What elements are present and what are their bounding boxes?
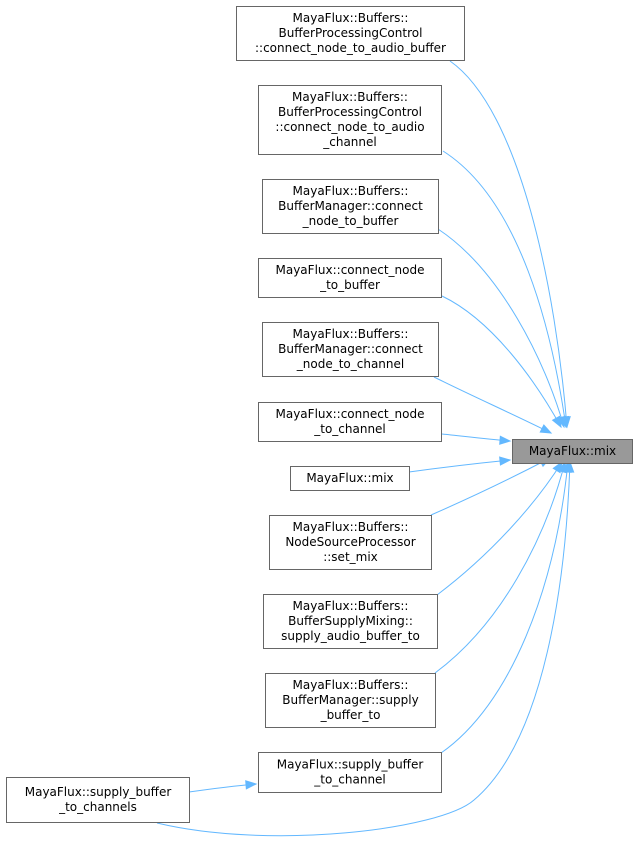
node-buffermanager-supply-buffer-to[interactable]: MayaFlux::Buffers::BufferManager::supply… [265, 673, 436, 728]
node-label-line: ::connect_node_to_audio_buffer [255, 41, 446, 55]
arrow-head [245, 780, 258, 790]
node-box [263, 594, 438, 649]
arrow-head [551, 415, 562, 429]
edges-layer [156, 60, 575, 837]
node-label-line: _to_channels [58, 800, 137, 814]
node-label-line: MayaFlux::Buffers:: [292, 90, 408, 104]
node-connect-node-to-audio-channel[interactable]: MayaFlux::Buffers::BufferProcessingContr… [258, 85, 442, 155]
edge-buffermanager-connect-node-to-buffer-to-mix-target [437, 228, 565, 428]
node-label-line: _to_channel [313, 422, 386, 436]
node-supply-buffer-to-channel[interactable]: MayaFlux::supply_buffer_to_channel [258, 752, 442, 793]
node-label-line: MayaFlux::connect_node [276, 407, 425, 421]
node-mix-overload[interactable]: MayaFlux::mix [290, 466, 410, 491]
arrow-head [539, 424, 553, 434]
node-label-line: BufferManager::supply [282, 693, 418, 707]
node-connect-node-to-audio-buffer[interactable]: MayaFlux::Buffers::BufferProcessingContr… [236, 6, 465, 61]
node-box [258, 402, 442, 442]
node-label-line: _to_channel [313, 773, 386, 787]
arrow-head [499, 435, 512, 445]
node-label-line: BufferSupplyMixing:: [288, 614, 413, 628]
node-box [262, 322, 439, 377]
node-box [262, 179, 439, 234]
node-label-line: _node_to_channel [296, 357, 404, 371]
node-label-line: MayaFlux::mix [306, 471, 393, 485]
node-buffersupplymixing-supply-audio-buffer-to[interactable]: MayaFlux::Buffers::BufferSupplyMixing::s… [263, 594, 438, 649]
node-box [265, 673, 436, 728]
node-label-line: _buffer_to [320, 708, 381, 722]
node-label-line: ::connect_node_to_audio [275, 120, 424, 134]
node-label-line: BufferManager::connect [278, 342, 423, 356]
node-label-line: BufferProcessingControl [278, 105, 422, 119]
edge-connect-node-to-audio-channel-to-mix-target [442, 150, 567, 428]
node-box [290, 466, 410, 491]
node-label-line: _to_buffer [319, 278, 380, 292]
edge-mix-overload-to-mix-target [408, 459, 511, 473]
node-label-line: MayaFlux::Buffers:: [293, 599, 409, 613]
edge-connect-node-to-audio-buffer-to-mix-target [449, 60, 568, 428]
node-label-line: _node_to_buffer [302, 214, 399, 228]
node-label-line: MayaFlux::Buffers:: [293, 327, 409, 341]
edge-buffersupplymixing-supply-audio-buffer-to-to-mix-target [436, 461, 563, 596]
node-label-line: _channel [322, 135, 376, 149]
node-label-line: MayaFlux::supply_buffer [277, 758, 424, 772]
node-label-line: NodeSourceProcessor [285, 535, 415, 549]
node-box [236, 6, 465, 61]
node-box [6, 777, 190, 823]
node-label-line: MayaFlux::supply_buffer [25, 785, 172, 799]
edge-buffermanager-supply-buffer-to-to-mix-target [434, 461, 566, 674]
node-label-line: BufferManager::connect [278, 199, 423, 213]
node-box [258, 752, 442, 793]
node-label-line: MayaFlux::mix [529, 444, 616, 458]
node-buffermanager-connect-node-to-channel[interactable]: MayaFlux::Buffers::BufferManager::connec… [262, 322, 439, 377]
node-box [258, 85, 442, 155]
edge-connect-node-to-buffer-to-mix-target [441, 295, 562, 428]
edge-supply-buffer-to-channel-to-mix-target [440, 461, 569, 754]
edge-supply-buffer-to-channels-to-mix-target [156, 461, 571, 837]
node-label-line: ::set_mix [323, 550, 378, 564]
node-supply-buffer-to-channels[interactable]: MayaFlux::supply_buffer_to_channels [6, 777, 190, 823]
node-label-line: BufferProcessingControl [279, 26, 423, 40]
node-box [269, 515, 432, 570]
nodes-layer: MayaFlux::Buffers::BufferProcessingContr… [6, 6, 633, 823]
node-label-line: MayaFlux::Buffers:: [293, 678, 409, 692]
node-connect-node-to-channel[interactable]: MayaFlux::connect_node_to_channel [258, 402, 442, 442]
arrow-head [499, 456, 512, 466]
edge-buffermanager-connect-node-to-channel-to-mix-target [433, 376, 552, 434]
node-label-line: MayaFlux::Buffers:: [293, 184, 409, 198]
node-nodesourceprocessor-set-mix[interactable]: MayaFlux::Buffers::NodeSourceProcessor::… [269, 515, 432, 570]
node-label-line: MayaFlux::Buffers:: [293, 11, 409, 25]
node-connect-node-to-buffer[interactable]: MayaFlux::connect_node_to_buffer [258, 258, 442, 298]
node-mix-target[interactable]: MayaFlux::mix [512, 439, 633, 464]
arrow-head [564, 460, 575, 473]
node-box [258, 258, 442, 298]
node-box [512, 439, 633, 464]
node-label-line: supply_audio_buffer_to [281, 629, 420, 643]
node-buffermanager-connect-node-to-buffer[interactable]: MayaFlux::Buffers::BufferManager::connec… [262, 179, 439, 234]
node-label-line: MayaFlux::connect_node [276, 263, 425, 277]
node-label-line: MayaFlux::Buffers:: [293, 520, 409, 534]
edge-nodesourceprocessor-set-mix-to-mix-target [430, 457, 551, 516]
